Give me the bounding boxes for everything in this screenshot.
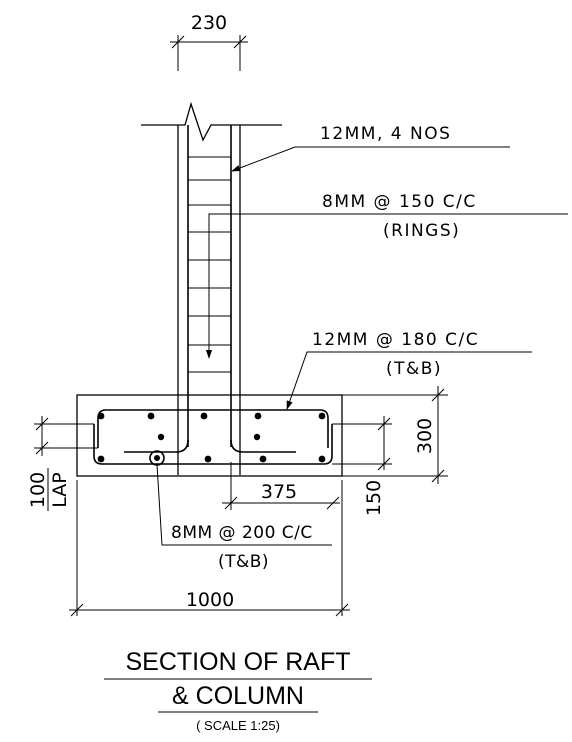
note-raft-main-sub: (T&B)	[386, 359, 442, 379]
column-break-line	[141, 101, 282, 142]
note-rings: 8MM @ 150 C/C	[322, 192, 477, 212]
leader-column-bars: 12MM, 4 NOS	[231, 124, 510, 172]
title-scale: ( SCALE 1:25)	[196, 718, 280, 733]
dim-raft-depth: 300	[342, 386, 448, 484]
title-line1: SECTION OF RAFT	[126, 648, 351, 676]
note-rings-sub: (RINGS)	[383, 221, 460, 241]
dim-column-width: 230	[170, 12, 248, 71]
note-column-bars: 12MM, 4 NOS	[320, 124, 451, 144]
raft-distribution-bars	[97, 412, 326, 466]
dim-bend-length: 375	[222, 462, 340, 510]
dim-cover: 150	[332, 416, 392, 516]
raft-outline	[76, 394, 343, 477]
raft	[76, 394, 343, 477]
column-bar-bend-right	[230, 439, 296, 453]
dim-lap-label: LAP	[49, 472, 71, 507]
dim-lap: 100 LAP	[27, 416, 98, 511]
dim-column-width-label: 230	[191, 12, 227, 34]
note-raft-main: 12MM @ 180 C/C	[312, 330, 479, 350]
title-line2: & COLUMN	[172, 682, 304, 710]
drawing-title: SECTION OF RAFT & COLUMN ( SCALE 1:25)	[104, 648, 372, 733]
column	[124, 101, 296, 475]
leader-raft-dist: 8MM @ 200 C/C (T&B)	[156, 464, 332, 572]
raft-bottom-bar	[93, 424, 333, 465]
dim-raft-depth-label: 300	[414, 418, 436, 454]
dim-cover-label: 150	[363, 480, 385, 516]
dim-raft-width-label: 1000	[186, 589, 234, 611]
column-bar-bend-left	[124, 439, 189, 453]
dim-raft-width: 1000	[69, 480, 350, 617]
note-raft-dist-sub: (T&B)	[218, 552, 269, 572]
leader-rings: 8MM @ 150 C/C (RINGS)	[205, 192, 568, 359]
note-raft-dist: 8MM @ 200 C/C	[171, 523, 313, 543]
dim-lap-value: 100	[27, 472, 49, 508]
raft-top-bar	[97, 409, 329, 448]
leader-raft-main: 12MM @ 180 C/C (T&B)	[286, 330, 532, 410]
dim-bend-length-label: 375	[261, 481, 297, 503]
